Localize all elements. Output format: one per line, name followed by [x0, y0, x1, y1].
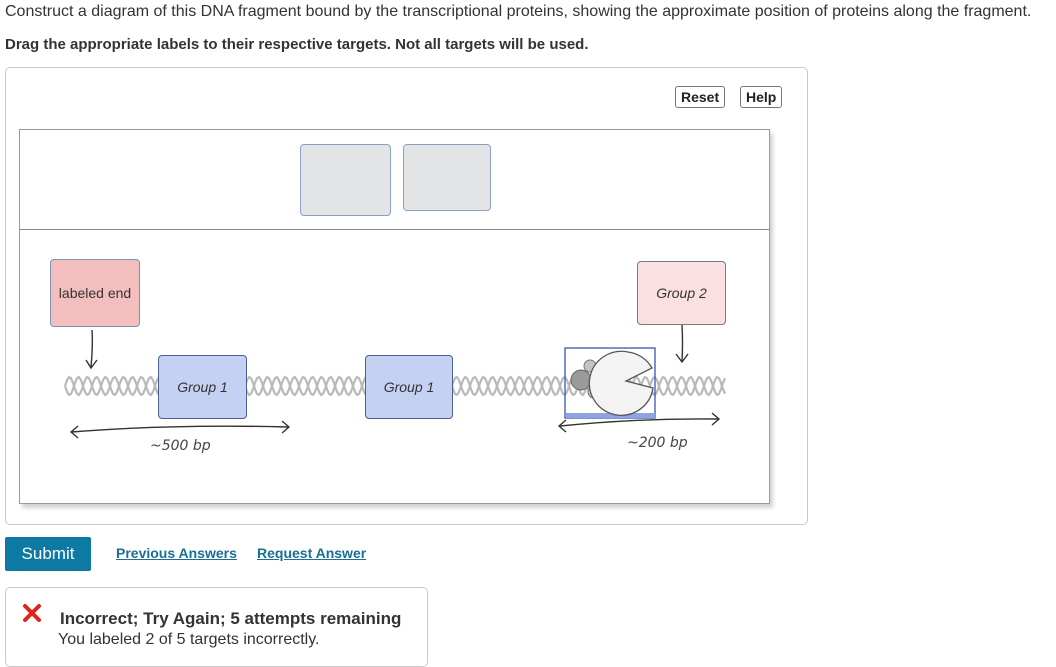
distance-arrow-left	[69, 420, 291, 439]
question-text: Construct a diagram of this DNA fragment…	[5, 3, 1032, 20]
x-icon	[23, 604, 41, 622]
label-group1[interactable]: Group 1	[365, 355, 453, 419]
label-text: Group 1	[383, 379, 435, 395]
label-text: Group 1	[177, 379, 228, 395]
submit-button[interactable]: Submit	[5, 537, 91, 571]
arrow-down-icon	[675, 324, 689, 364]
feedback-box: Incorrect; Try Again; 5 attempts remaini…	[5, 587, 428, 667]
divider	[20, 229, 769, 230]
pacman-protein-icon	[564, 347, 656, 419]
distance-label-right: ~200 bp	[627, 435, 688, 451]
label-text: Group 2	[656, 285, 707, 301]
label-labeled-end[interactable]: labeled end	[50, 259, 140, 327]
label-group2[interactable]: Group 2	[637, 261, 726, 325]
feedback-message: You labeled 2 of 5 targets incorrectly.	[58, 631, 320, 648]
reset-button[interactable]: Reset	[675, 86, 726, 108]
help-button[interactable]: Help	[740, 86, 783, 108]
feedback-title: Incorrect; Try Again; 5 attempts remaini…	[60, 609, 402, 628]
label-text: labeled end	[58, 285, 132, 301]
distance-arrow-right	[557, 412, 721, 433]
label-bank-slot[interactable]	[300, 144, 391, 216]
instruction-text: Drag the appropriate labels to their res…	[5, 36, 589, 53]
label-group1[interactable]: Group 1	[158, 355, 247, 419]
diagram-canvas: labeled end Group 2 Group 1 Group 1 ~500…	[19, 129, 770, 504]
label-bank-slot[interactable]	[403, 144, 491, 211]
distance-label-left: ~500 bp	[150, 438, 211, 454]
arrow-down-icon	[85, 329, 98, 370]
request-answer-link[interactable]: Request Answer	[257, 545, 367, 561]
previous-answers-link[interactable]: Previous Answers	[116, 545, 237, 561]
